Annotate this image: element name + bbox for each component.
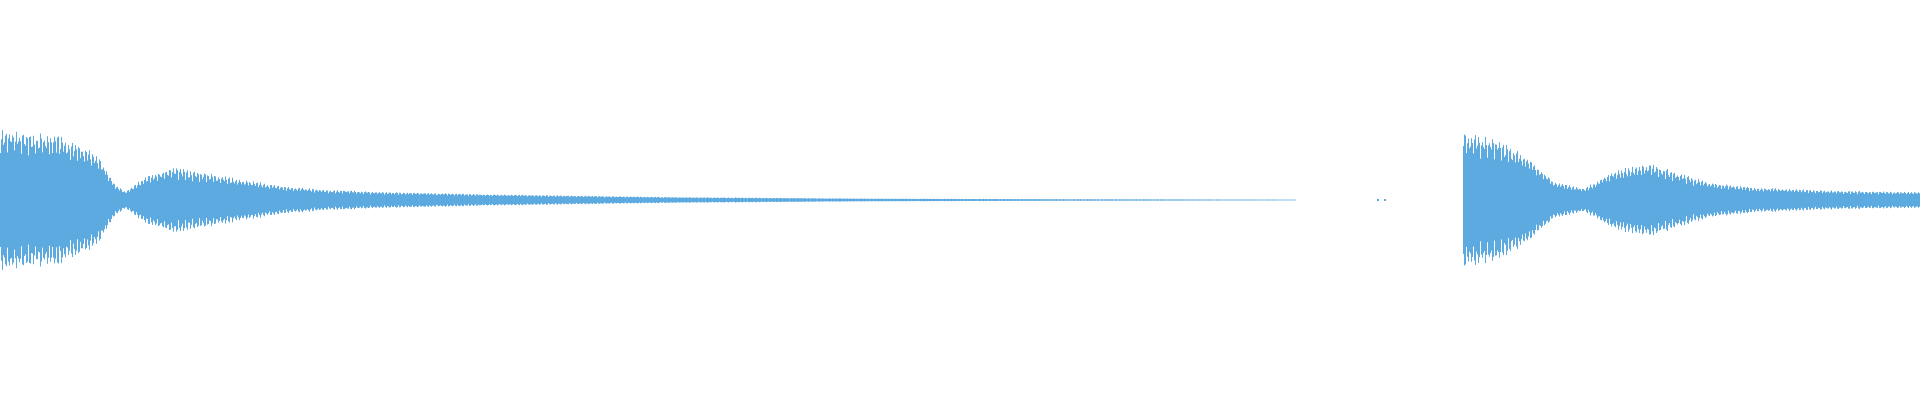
waveform-peaks bbox=[1463, 134, 1920, 266]
waveform-peaks bbox=[0, 130, 1296, 270]
waveform-stray-sample bbox=[1377, 199, 1379, 201]
waveform-first-clip bbox=[0, 130, 1296, 270]
waveform-stray-sample bbox=[1384, 199, 1386, 201]
waveform-second-clip bbox=[1463, 134, 1920, 266]
